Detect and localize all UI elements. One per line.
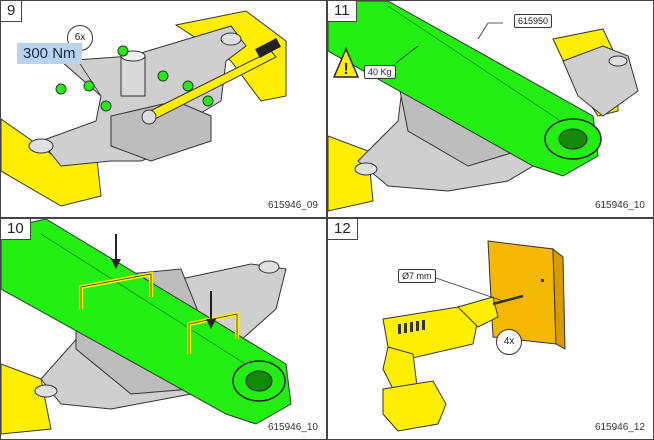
drill-size-label: Ø7 mm xyxy=(398,269,436,283)
drill-illustration xyxy=(382,240,566,432)
weight-label: 40 Kg xyxy=(364,65,396,79)
count-callout: 4x xyxy=(496,329,522,355)
step-number: 9 xyxy=(1,1,23,22)
torque-illustration xyxy=(1,10,287,207)
clamp-illustration xyxy=(1,219,292,435)
lift-arm-illustration: ! xyxy=(328,1,639,212)
reference-code: 615946_10 xyxy=(594,200,645,211)
panel-step-12: 12 Ø7 mm 4x 615946_12 xyxy=(327,218,654,440)
torque-label: 300 Nm xyxy=(17,43,82,64)
reference-code: 615946_10 xyxy=(267,422,318,433)
step-number: 11 xyxy=(328,1,357,22)
svg-text:!: ! xyxy=(343,61,348,78)
panel-step-9: 9 6x 300 Nm 615946_09 xyxy=(0,0,327,218)
part-number-label: 615950 xyxy=(514,14,553,28)
step-number: 12 xyxy=(328,219,358,240)
reference-code: 615946_12 xyxy=(594,422,645,433)
panel-step-10: 10 615946_10 xyxy=(0,218,327,440)
reference-code: 615946_09 xyxy=(267,200,318,211)
step-number: 10 xyxy=(1,219,31,240)
panel-step-11: ! 11 615950 40 Kg 615946_10 xyxy=(327,0,654,218)
